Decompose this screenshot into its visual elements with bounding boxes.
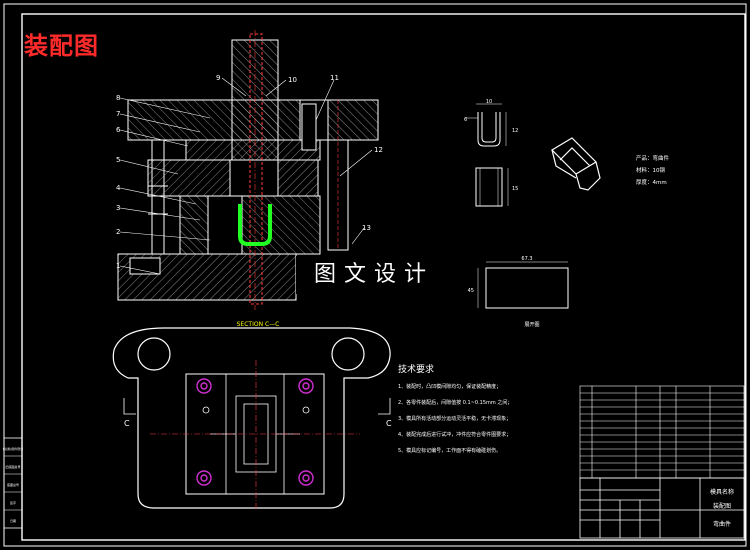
workpiece-bent bbox=[238, 204, 272, 246]
tech-line: 2、各零件装配后，间隙值按 0.1~0.15mm 之间； bbox=[398, 399, 512, 406]
part-number: 11 bbox=[330, 74, 339, 82]
plan-view bbox=[112, 327, 391, 509]
part-number: 5 bbox=[116, 156, 120, 164]
title-block bbox=[579, 477, 745, 539]
side-label: 旧底图总号 bbox=[5, 464, 20, 469]
section-markers bbox=[123, 398, 391, 415]
side-label: 签字 bbox=[10, 500, 16, 505]
dim-side: 6 bbox=[464, 117, 467, 123]
side-strip: 借(通)用件登记 旧底图总号 底图总号 签字 日期 bbox=[3, 437, 23, 529]
blank-label: 展开图 bbox=[524, 322, 539, 328]
dim-blank-length: 67.3 bbox=[521, 256, 532, 262]
part-number: 2 bbox=[116, 228, 120, 236]
ejector-rod bbox=[249, 33, 263, 305]
tech-line: 3、模具所有活动部分运动灵活平稳，无卡滞现象； bbox=[398, 415, 511, 422]
section-label: SECTION C—C bbox=[237, 321, 280, 328]
section-marker-right: C bbox=[386, 419, 392, 428]
inner-frame bbox=[21, 13, 746, 541]
tech-line: 1、装配时，凸凹模间隙均匀，保证装配精度； bbox=[398, 383, 501, 390]
page-title: 装配图 bbox=[24, 32, 99, 60]
part-drawing-section bbox=[466, 103, 507, 147]
title-block-part-name: 弯曲件 bbox=[713, 520, 731, 528]
part-number: 3 bbox=[116, 204, 120, 212]
section-view bbox=[117, 30, 379, 310]
watermark: 图文设计 bbox=[296, 256, 452, 294]
guide-holes bbox=[196, 378, 314, 486]
product-name: 产品：弯曲件 bbox=[636, 154, 670, 162]
part-drawing-side bbox=[475, 167, 509, 207]
bom-table bbox=[579, 385, 745, 479]
part-number: 8 bbox=[116, 94, 120, 102]
product-material: 材料：10钢 bbox=[636, 166, 665, 174]
outer-frame bbox=[3, 3, 747, 547]
part-number: 6 bbox=[116, 126, 121, 134]
dim-part-height: 15 bbox=[512, 186, 518, 192]
part-number: 12 bbox=[374, 146, 383, 154]
leader-lines bbox=[119, 77, 373, 275]
part-number: 13 bbox=[362, 224, 371, 232]
side-label: 底图总号 bbox=[7, 482, 19, 487]
tech-line: 4、装配完成后进行试冲，冲件应符合零件图要求； bbox=[398, 431, 511, 438]
plan-centerlines bbox=[150, 360, 360, 510]
blank-drawing bbox=[477, 261, 569, 309]
section-marker-left: C bbox=[124, 419, 130, 428]
part-number: 9 bbox=[216, 74, 220, 82]
product-thickness: 厚度：4mm bbox=[636, 178, 667, 186]
dim-width: 10 bbox=[486, 99, 492, 105]
title-block-design-name: 模具名称 bbox=[710, 488, 734, 496]
side-label: 日期 bbox=[10, 518, 16, 523]
side-label: 借(通)用件登记 bbox=[3, 446, 23, 451]
part-number: 4 bbox=[116, 184, 121, 192]
part-number: 10 bbox=[288, 76, 297, 84]
title-block-drawing-type: 装配图 bbox=[713, 502, 731, 510]
dim-height: 12 bbox=[512, 128, 518, 134]
part-number: 7 bbox=[116, 110, 120, 118]
part-number-labels: 1 2 3 4 5 6 7 8 9 10 11 12 13 bbox=[116, 74, 383, 270]
part-number: 1 bbox=[116, 262, 120, 270]
dim-blank-height: 45 bbox=[468, 288, 474, 294]
part-isometric bbox=[551, 137, 601, 191]
tech-title: 技术要求 bbox=[398, 363, 434, 375]
tech-line: 5、模具应标记编号，工作面不得有磕碰划伤。 bbox=[398, 447, 501, 454]
